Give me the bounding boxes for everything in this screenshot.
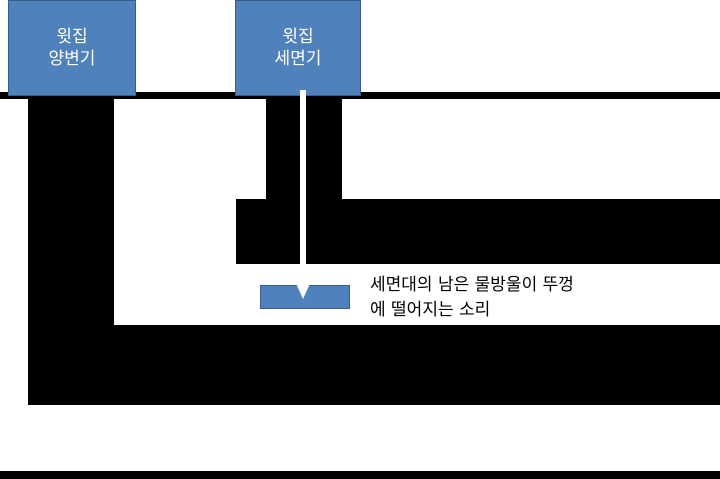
annotation-line1: 세면대의 남은 물방울이 뚜껑 bbox=[370, 275, 574, 295]
main-horizontal-pipe bbox=[28, 325, 720, 405]
annotation-line2: 에 떨어지는 소리 bbox=[370, 300, 491, 320]
sink-box-line2: 세면기 bbox=[274, 49, 322, 69]
lower-floor-line bbox=[0, 471, 720, 479]
sink-box-line1: 윗집 bbox=[282, 27, 314, 47]
upstairs-sink-box: 윗집 세면기 bbox=[235, 0, 361, 96]
sink-horizontal-pipe bbox=[236, 199, 720, 264]
toilet-box-line1: 윗집 bbox=[56, 27, 88, 47]
annotation-text: 세면대의 남은 물방울이 뚜껑 에 떨어지는 소리 bbox=[370, 273, 574, 323]
upstairs-toilet-box: 윗집 양변기 bbox=[8, 0, 136, 96]
toilet-box-line2: 양변기 bbox=[48, 49, 96, 69]
